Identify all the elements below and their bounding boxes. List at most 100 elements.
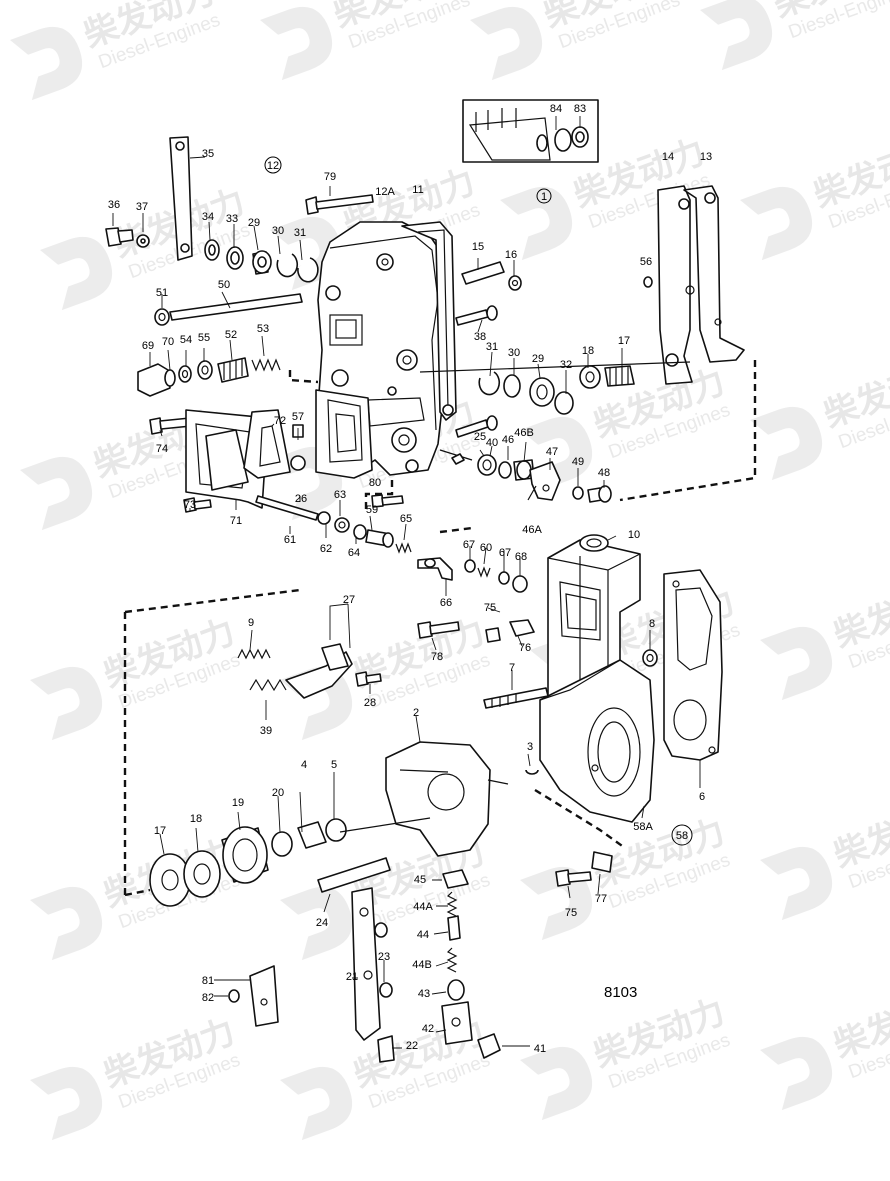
shaft-parts-right	[419, 361, 691, 415]
callout-label: 72	[274, 415, 286, 427]
callout-label: 75	[484, 602, 496, 614]
callout-label: 68	[515, 551, 527, 563]
callout-label: 13	[700, 151, 712, 163]
callout-label: 46B	[514, 427, 534, 439]
circled-label-text: 58	[676, 830, 688, 842]
callout-label: 73	[184, 499, 196, 511]
callout-label: 7	[509, 662, 515, 674]
callout-label: 58A	[633, 821, 653, 833]
cover-plate-71	[185, 409, 291, 509]
callout-label: 78	[431, 651, 443, 663]
callout-label: 79	[324, 171, 336, 183]
callout-label: 57	[292, 411, 304, 423]
bracket-81	[228, 965, 279, 1027]
body-2	[385, 741, 509, 857]
callout-label: 40	[486, 437, 498, 449]
callout-label: 46A	[522, 524, 542, 536]
callout-label: 53	[257, 323, 269, 335]
callout-label: 51	[156, 287, 168, 299]
callout-label: 83	[574, 103, 586, 115]
callout-label: 75	[565, 907, 577, 919]
callout-label: 17	[618, 335, 630, 347]
callout-label: 14	[662, 151, 674, 163]
housing-58A	[539, 659, 655, 823]
callout-label: 6	[699, 791, 705, 803]
callout-label: 66	[440, 597, 452, 609]
circled-label-12: 12	[264, 156, 282, 174]
callout-label: 47	[546, 446, 558, 458]
callout-label: 67	[463, 539, 475, 551]
callout-label: 52	[225, 329, 237, 341]
callout-label: 49	[572, 456, 584, 468]
inset-detail	[462, 99, 599, 163]
callout-label: 46	[502, 434, 514, 446]
callout-label: 23	[378, 951, 390, 963]
springs-group	[237, 643, 382, 699]
bolt-73	[183, 497, 212, 513]
callout-label: 31	[486, 341, 498, 353]
callout-label: 30	[272, 225, 284, 237]
callout-label: 31	[294, 227, 306, 239]
callout-label: 18	[582, 345, 594, 357]
bolt-38	[455, 305, 498, 326]
callout-label: 82	[202, 992, 214, 1004]
callout-label: 59	[366, 504, 378, 516]
callout-label: 36	[108, 199, 120, 211]
callout-label: 56	[640, 256, 652, 268]
callout-label: 38	[474, 331, 486, 343]
callout-label: 62	[320, 543, 332, 555]
stud-50	[154, 293, 303, 326]
stud-7	[483, 687, 549, 709]
callout-label: 27	[343, 594, 355, 606]
rod-61-group	[255, 495, 412, 554]
callout-label: 37	[136, 201, 148, 213]
diaphragm-cover	[315, 389, 373, 479]
circled-label-text: 12	[267, 160, 279, 172]
pin-15	[461, 261, 522, 291]
callout-label: 50	[218, 279, 230, 291]
levers-14-13	[657, 185, 745, 385]
callout-label: 76	[519, 642, 531, 654]
callout-label: 32	[560, 359, 572, 371]
screw-56	[643, 276, 653, 288]
callout-label: 45	[414, 874, 426, 886]
callout-label: 9	[248, 617, 254, 629]
callout-label: 4	[301, 759, 307, 771]
adjuster-assembly	[137, 357, 281, 397]
bolt-78	[417, 621, 460, 639]
bracket-76	[485, 619, 535, 643]
shaft-parts-upper	[204, 239, 319, 283]
callout-label: 26	[295, 493, 307, 505]
callout-label: 70	[162, 336, 174, 348]
lever-66-group	[417, 557, 528, 593]
callout-label: 84	[550, 103, 562, 115]
callout-label: 48	[598, 467, 610, 479]
callout-label: 3	[527, 741, 533, 753]
callout-label: 20	[272, 787, 284, 799]
lever-46-group	[439, 449, 612, 503]
callout-label: 5	[331, 759, 337, 771]
callout-label: 41	[534, 1043, 546, 1055]
callout-label: 43	[418, 988, 430, 1000]
washer-26	[290, 455, 306, 471]
lever-35	[169, 136, 193, 261]
bolt-80	[371, 494, 404, 508]
circled-label-58: 58	[671, 824, 693, 846]
callout-label: 25	[474, 431, 486, 443]
callout-label: 8	[649, 618, 655, 630]
callout-label: 55	[198, 332, 210, 344]
callout-label: 34	[202, 211, 214, 223]
callout-label: 44A	[413, 901, 433, 913]
callout-label: 15	[472, 241, 484, 253]
